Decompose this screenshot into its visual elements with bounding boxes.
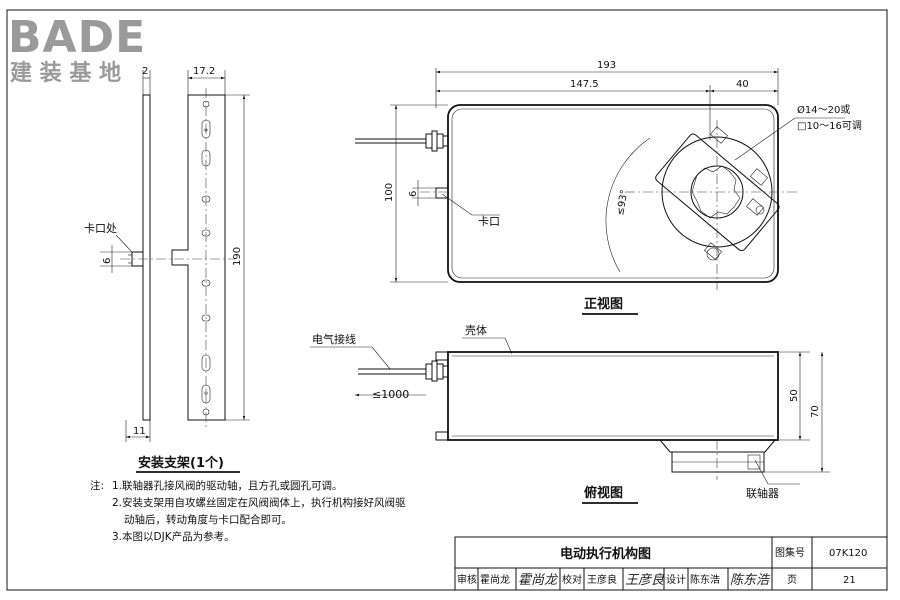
top-shell-label: 壳体: [465, 323, 487, 337]
bracket-dimensions: [100, 70, 250, 442]
top-dim-50: 50: [789, 389, 800, 402]
atlas-label: 图集号: [775, 546, 805, 559]
front-dim-height: 100: [384, 183, 395, 202]
reviewer-name: 霍尚龙: [480, 573, 510, 586]
design-label: 设计: [666, 573, 686, 586]
drawing-title: 电动执行机构图: [560, 546, 651, 562]
front-hole-note-1: Ø14～20或: [797, 104, 850, 116]
notes-block: 注: 1.联轴器孔接风阀的驱动轴，且方孔或圆孔可调。 2.安装支架用自攻螺丝固定…: [90, 478, 450, 546]
reviewer-signature: 霍尚龙: [518, 573, 559, 588]
front-dim-left: 147.5: [570, 79, 599, 90]
title-block: [454, 536, 888, 591]
bracket-notch-label: 卡口处: [84, 222, 117, 235]
top-coupler-label: 联轴器: [746, 486, 779, 500]
front-dim-notch: 6: [408, 191, 419, 197]
sheet-border: [6, 9, 888, 591]
check-label: 校对: [562, 573, 582, 586]
bracket-dim-bottom: 11: [133, 426, 146, 437]
bracket-dim-height: 190: [232, 247, 243, 266]
top-wire-dim: ≤1000: [372, 388, 409, 401]
designer-name: 陈东浩: [690, 573, 720, 586]
top-dim-70: 70: [810, 405, 821, 418]
notes-prefix: 注:: [90, 480, 105, 492]
bracket-dim-top-small: 2: [142, 66, 148, 77]
designer-signature: 陈东浩: [730, 572, 771, 588]
note-item-1: 1.联轴器孔接风阀的驱动轴，且方孔或圆孔可调。: [112, 480, 343, 492]
page-label: 页: [787, 574, 797, 586]
mounting-bracket: [120, 88, 235, 428]
logo-tagline: 建 装 基 地: [10, 61, 121, 86]
top-view-body: [358, 351, 779, 480]
bracket-dim-top-width: 17.2: [193, 66, 215, 77]
top-wire-label: 电气接线: [312, 332, 356, 346]
note-item-3: 动轴后，转动角度与卡口配合即可。: [124, 514, 292, 526]
front-notch-label: 卡口: [478, 215, 500, 228]
review-label: 审核: [457, 573, 477, 586]
front-view-body: [355, 104, 800, 290]
front-angle-label: ≤93°: [615, 189, 630, 217]
front-view-title: 正视图: [584, 296, 623, 312]
top-view-title: 俯视图: [584, 485, 623, 501]
page-number: 21: [843, 575, 856, 586]
front-dim-total: 193: [597, 60, 616, 71]
bracket-title: 安装支架(1个): [138, 455, 224, 471]
front-dim-right: 40: [736, 79, 749, 90]
atlas-number: 07K120: [829, 548, 867, 559]
checker-signature: 王彦良: [625, 572, 665, 588]
front-view-dimensions: [390, 68, 845, 283]
logo-brand: BADE: [8, 12, 146, 63]
bracket-dim-notch: 6: [102, 258, 113, 264]
front-hole-note-2: □10～16可调: [797, 120, 862, 132]
checker-name: 王彦良: [587, 573, 617, 586]
note-item-4: 3.本图以DJK产品为参考。: [112, 531, 235, 543]
note-item-2: 2.安装支架用自攻螺丝固定在风阀阀体上，执行机构接好风阀驱: [112, 497, 406, 509]
top-view-dimensions: [310, 337, 830, 485]
